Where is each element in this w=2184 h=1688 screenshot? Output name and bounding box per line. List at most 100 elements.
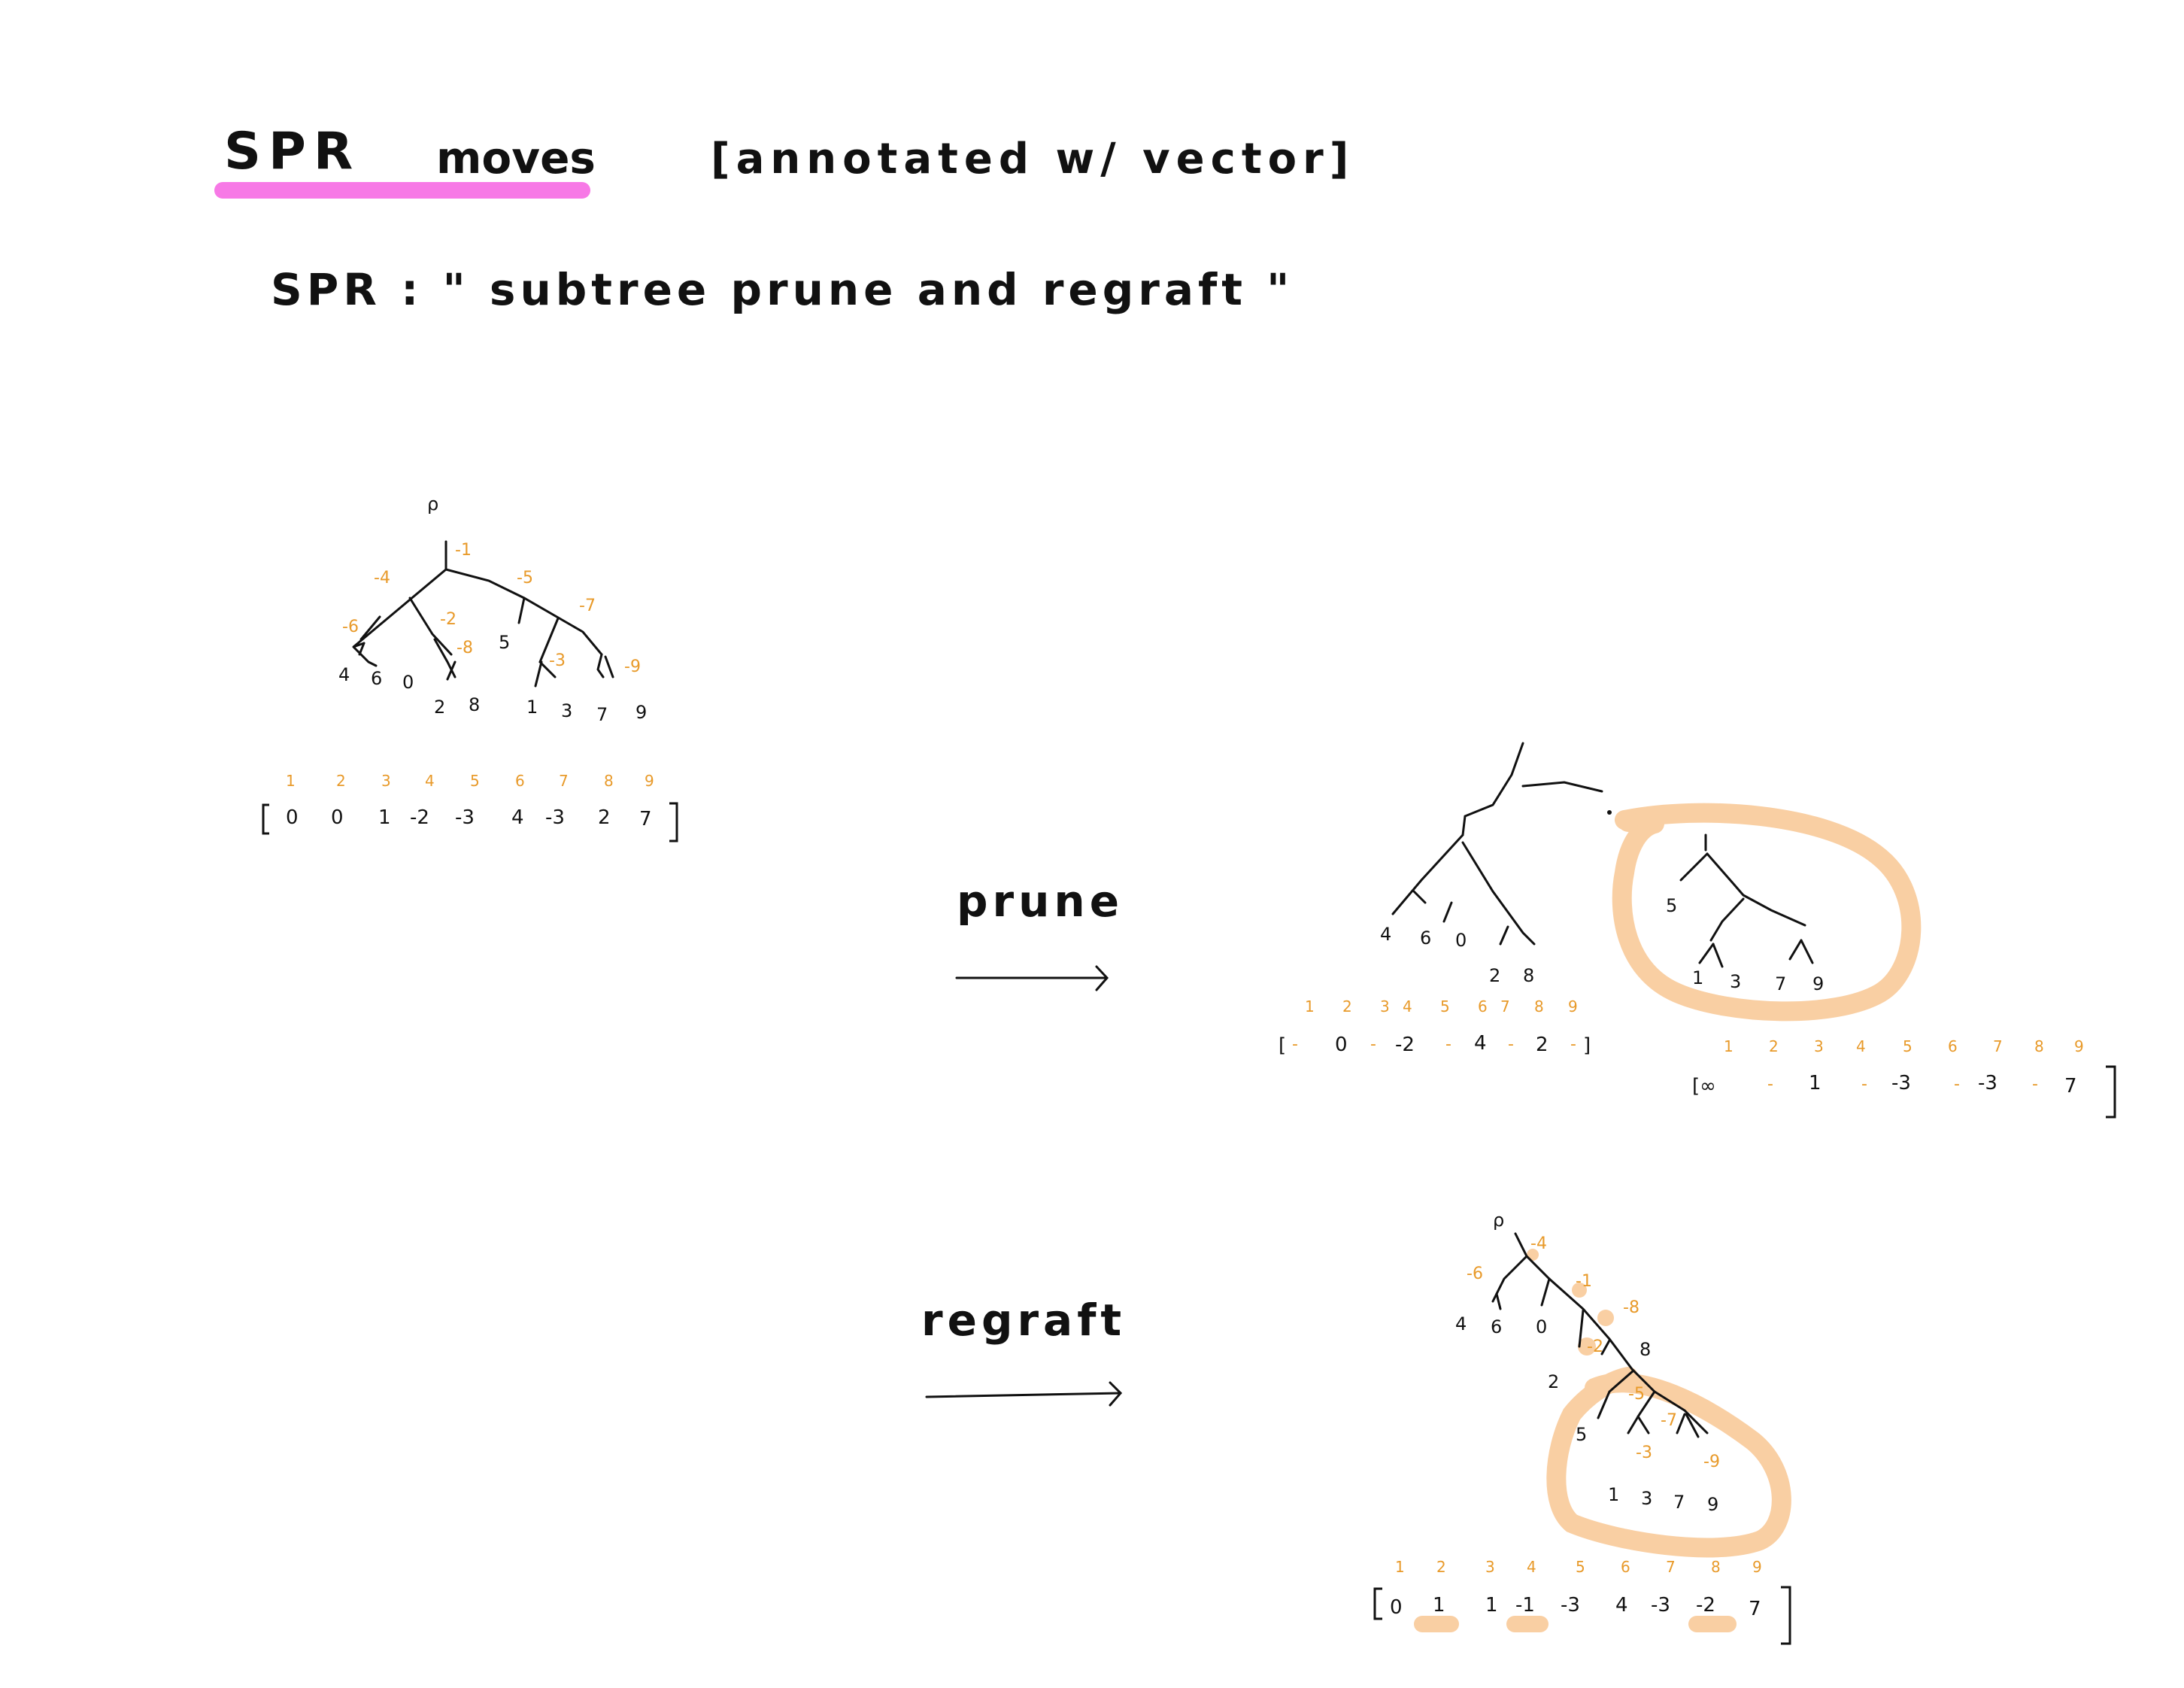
- vector-dash: -: [1767, 1075, 1773, 1094]
- edge-annotation: -5: [517, 569, 533, 587]
- vector-index: 5: [1576, 1558, 1585, 1576]
- vector-value: 7: [1749, 1598, 1761, 1620]
- vector-value: 2: [1536, 1034, 1549, 1056]
- vector-index: 1: [1724, 1037, 1734, 1055]
- bracket-left: [1373, 1587, 1382, 1620]
- title-highlight: [214, 182, 590, 199]
- vector-index: 7: [1500, 997, 1510, 1016]
- vector-value: 4: [1474, 1032, 1487, 1055]
- leaf-label: 6: [371, 668, 382, 689]
- vector-pruned-remainder: 1 2 3 4 5 6 7 8 9 [ - 0 - -2 - 4 - 2 - ]: [1279, 997, 1591, 1057]
- prune-label: prune: [957, 876, 1124, 927]
- leaf-label: 5: [1666, 895, 1677, 916]
- vector-index: 2: [1436, 1558, 1446, 1576]
- vector-index: 3: [1814, 1037, 1824, 1055]
- vector-value: 7: [639, 808, 652, 830]
- vector-dash: -: [1861, 1075, 1867, 1094]
- root-label: ρ: [427, 493, 438, 515]
- regraft-arrow: [925, 1381, 1123, 1407]
- prune-arrow: [955, 965, 1109, 991]
- vector-regrafted: 1 2 3 4 5 6 7 8 9 0 1 1 -1 -3 4 -3 -2 7: [1373, 1558, 1791, 1645]
- subtree-highlight: [1546, 1367, 1791, 1558]
- vector-value: -3: [1891, 1072, 1911, 1094]
- edge-annotation: -8: [1623, 1298, 1640, 1317]
- bracket-right: [1781, 1586, 1791, 1645]
- edge-annotation: -7: [1661, 1411, 1677, 1430]
- vector-index: 9: [1568, 997, 1578, 1016]
- vector-index: 4: [1856, 1037, 1866, 1055]
- vector-index: 7: [559, 772, 569, 790]
- vector-value: 4: [1615, 1594, 1628, 1617]
- edge-annotation: -6: [1467, 1264, 1483, 1283]
- edge-annotation: -1: [1576, 1272, 1592, 1291]
- leaf-label: 8: [469, 694, 480, 715]
- vector-index: 9: [2074, 1037, 2084, 1055]
- tree-original: ρ 4 6 0 2 8 5 1 3 7 9 -1 -4 -5 -6 -2 -7: [338, 493, 647, 725]
- vector-value: -2: [1696, 1594, 1715, 1617]
- root-label: ρ: [1493, 1210, 1504, 1231]
- leaf-label: 9: [635, 702, 647, 723]
- vector-value: -3: [455, 806, 475, 829]
- vector-index: 3: [381, 772, 391, 790]
- vector-index: 6: [1948, 1037, 1958, 1055]
- vector-dash: -: [1954, 1075, 1960, 1094]
- vector-index: 4: [1527, 1558, 1536, 1576]
- leaf-label: 0: [1536, 1316, 1547, 1337]
- changed-entry-highlight: [1506, 1616, 1549, 1632]
- vector-dash: -: [1570, 1035, 1576, 1054]
- leaf-label: 2: [1548, 1371, 1559, 1392]
- leaf-label: 1: [1692, 967, 1703, 988]
- leaf-label: 5: [499, 632, 510, 653]
- leaf-label: 8: [1523, 965, 1534, 986]
- vector-index: 7: [1666, 1558, 1676, 1576]
- changed-entry-highlight: [1688, 1616, 1737, 1632]
- vector-index: 8: [1711, 1558, 1721, 1576]
- vector-value: ]: [1583, 1034, 1591, 1057]
- vector-dash: -: [1292, 1035, 1298, 1054]
- vector-value: 1: [1433, 1594, 1445, 1617]
- leaf-label: 4: [1380, 924, 1391, 945]
- bracket-left: [262, 803, 269, 835]
- leaf-label: 7: [596, 704, 608, 725]
- edge-annotation: -6: [342, 618, 359, 636]
- pruned-subtree: 5 1 3 7 9: [1612, 803, 1922, 1022]
- leaf-label: 7: [1673, 1492, 1685, 1513]
- vector-value: 0: [331, 806, 344, 829]
- title-moves: moves: [436, 132, 596, 184]
- vector-index: 3: [1485, 1558, 1495, 1576]
- edge-annotation: -9: [1703, 1453, 1720, 1471]
- vector-dash: -: [1370, 1035, 1376, 1054]
- vector-value: 4: [511, 806, 524, 829]
- leaf-label: 1: [526, 697, 538, 718]
- edge-annotation: -9: [624, 657, 641, 676]
- edge-annotation: -1: [455, 541, 472, 560]
- tree-regrafted: ρ 4 6 0 8 2 5 1 3 7 9 -4 -6 -1 -8 -2 -5 …: [1455, 1210, 1791, 1558]
- vector-index: 7: [1993, 1037, 2003, 1055]
- vector-pruned-subtree: 1 2 3 4 5 6 7 8 9 [∞ - 1 - -3 - -3 - 7: [1692, 1037, 2116, 1119]
- title-annotation: [annotated w/ vector]: [711, 135, 1354, 184]
- regraft-label: regraft: [921, 1295, 1126, 1346]
- vector-value: -1: [1515, 1594, 1535, 1617]
- vector-index: 9: [1752, 1558, 1762, 1576]
- vector-index: 8: [1534, 997, 1544, 1016]
- edge-annotation: -4: [1530, 1234, 1547, 1253]
- vector-index: 4: [425, 772, 435, 790]
- edge-annotation: -2: [440, 610, 457, 629]
- edge-annotation: -5: [1628, 1385, 1645, 1404]
- edge-annotation: -8: [457, 639, 473, 657]
- vector-value: -3: [1978, 1072, 1997, 1094]
- vector-index: 8: [2034, 1037, 2044, 1055]
- bracket-right: [2106, 1065, 2116, 1119]
- vector-index: 2: [1769, 1037, 1779, 1055]
- edge-annotation: -4: [374, 569, 390, 587]
- subtree-highlight: [1612, 803, 1922, 1022]
- vector-value: -2: [1395, 1034, 1415, 1056]
- vector-original: 1 2 3 4 5 6 7 8 9 0 0 1 -2 -3 4 -3 2 7: [262, 772, 678, 842]
- vector-index: 2: [336, 772, 346, 790]
- leaf-label: 0: [1455, 930, 1467, 951]
- leaf-label: 9: [1812, 973, 1824, 994]
- vector-index: 6: [515, 772, 525, 790]
- vector-index: 2: [1342, 997, 1352, 1016]
- leaf-label: 3: [1641, 1488, 1652, 1509]
